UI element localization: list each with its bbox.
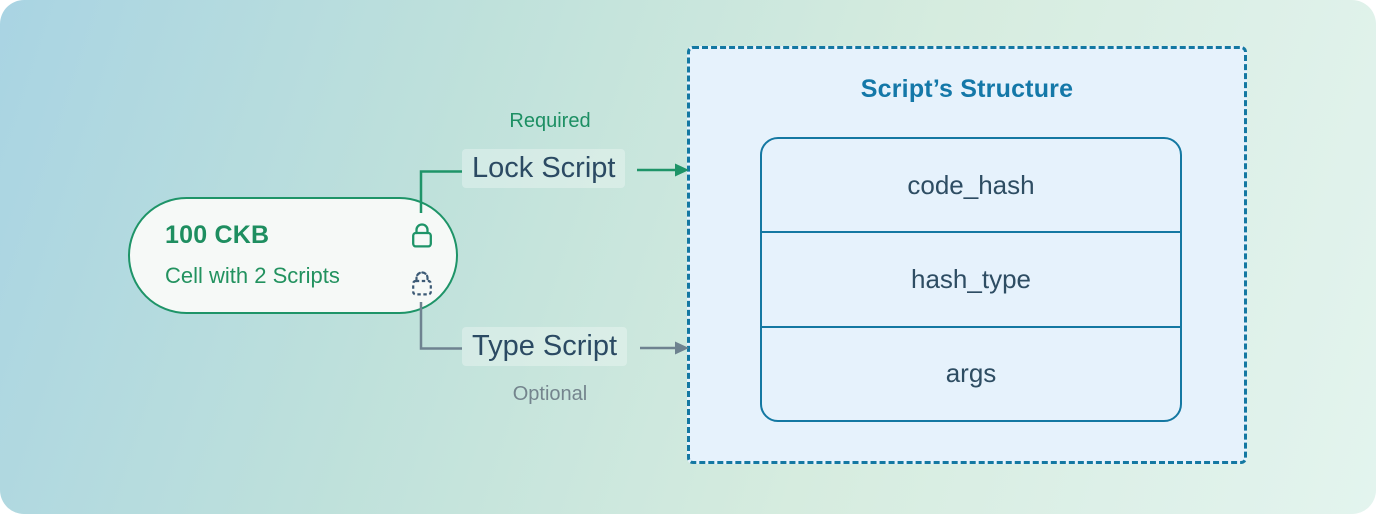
- script-structure-box: Script’s Structure code_hash hash_type a…: [687, 46, 1247, 464]
- cell-capacity: 100 CKB: [165, 221, 270, 249]
- required-label: Required: [509, 110, 591, 132]
- cell-label: Cell with 2 Scripts: [165, 263, 340, 288]
- type-script-connector: [419, 302, 462, 350]
- field-row-hash-type: hash_type: [762, 231, 1180, 325]
- field-row-args: args: [762, 325, 1180, 420]
- cell-node: 100 CKB Cell with 2 Scripts: [128, 197, 458, 314]
- script-structure-table: code_hash hash_type args: [760, 137, 1182, 422]
- script-structure-title: Script’s Structure: [860, 75, 1074, 103]
- type-script-label: Type Script: [462, 327, 628, 366]
- cell-text: 100 CKB Cell with 2 Scripts: [165, 221, 340, 289]
- field-row-code-hash: code_hash: [907, 169, 1035, 200]
- optional-label: Optional: [512, 383, 588, 405]
- lock-dashed-icon: [407, 268, 437, 298]
- lock-icon: [407, 220, 437, 250]
- lock-script-label: Lock Script: [462, 149, 626, 188]
